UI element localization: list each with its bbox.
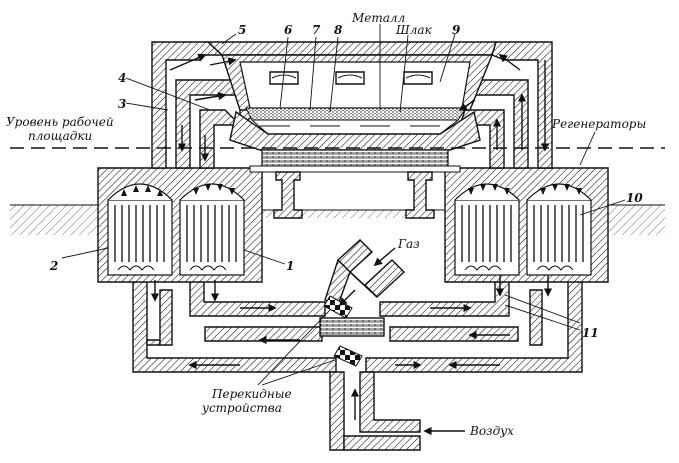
gas-inlet-duct (324, 239, 406, 306)
callout-4: 4 (118, 71, 126, 85)
callout-11: 11 (582, 326, 599, 340)
callout-2: 2 (49, 259, 58, 273)
callout-8: 8 (334, 23, 343, 37)
label-work-level-line1: Уровень рабочей (6, 115, 114, 129)
callout-6: 6 (284, 23, 293, 37)
right-regenerators (444, 167, 609, 283)
callout-5: 5 (238, 23, 246, 37)
flow-arrows (150, 53, 553, 436)
callout-3: 3 (118, 97, 126, 111)
label-reversing-line2: устройства (201, 401, 282, 415)
label-slag: Шлак (395, 23, 432, 37)
support-columns (273, 171, 435, 219)
callout-1: 1 (286, 259, 294, 273)
label-gas: Газ (397, 237, 420, 251)
label-reversing-line1: Перекидные (211, 387, 292, 401)
reversing-valves (319, 295, 385, 367)
label-regenerators: Регенераторы (551, 117, 646, 131)
air-inlet-duct (329, 371, 421, 451)
callout-7: 7 (312, 23, 321, 37)
furnace-working-space (206, 41, 497, 173)
label-air: Воздух (469, 424, 514, 438)
flue-ducts (132, 271, 583, 373)
left-regenerators (97, 167, 263, 283)
callout-10: 10 (626, 191, 643, 205)
label-work-level-line2: площадки (28, 129, 92, 143)
callout-9: 9 (452, 23, 461, 37)
label-metal: Металл (351, 11, 405, 25)
leader-lines (61, 24, 626, 386)
